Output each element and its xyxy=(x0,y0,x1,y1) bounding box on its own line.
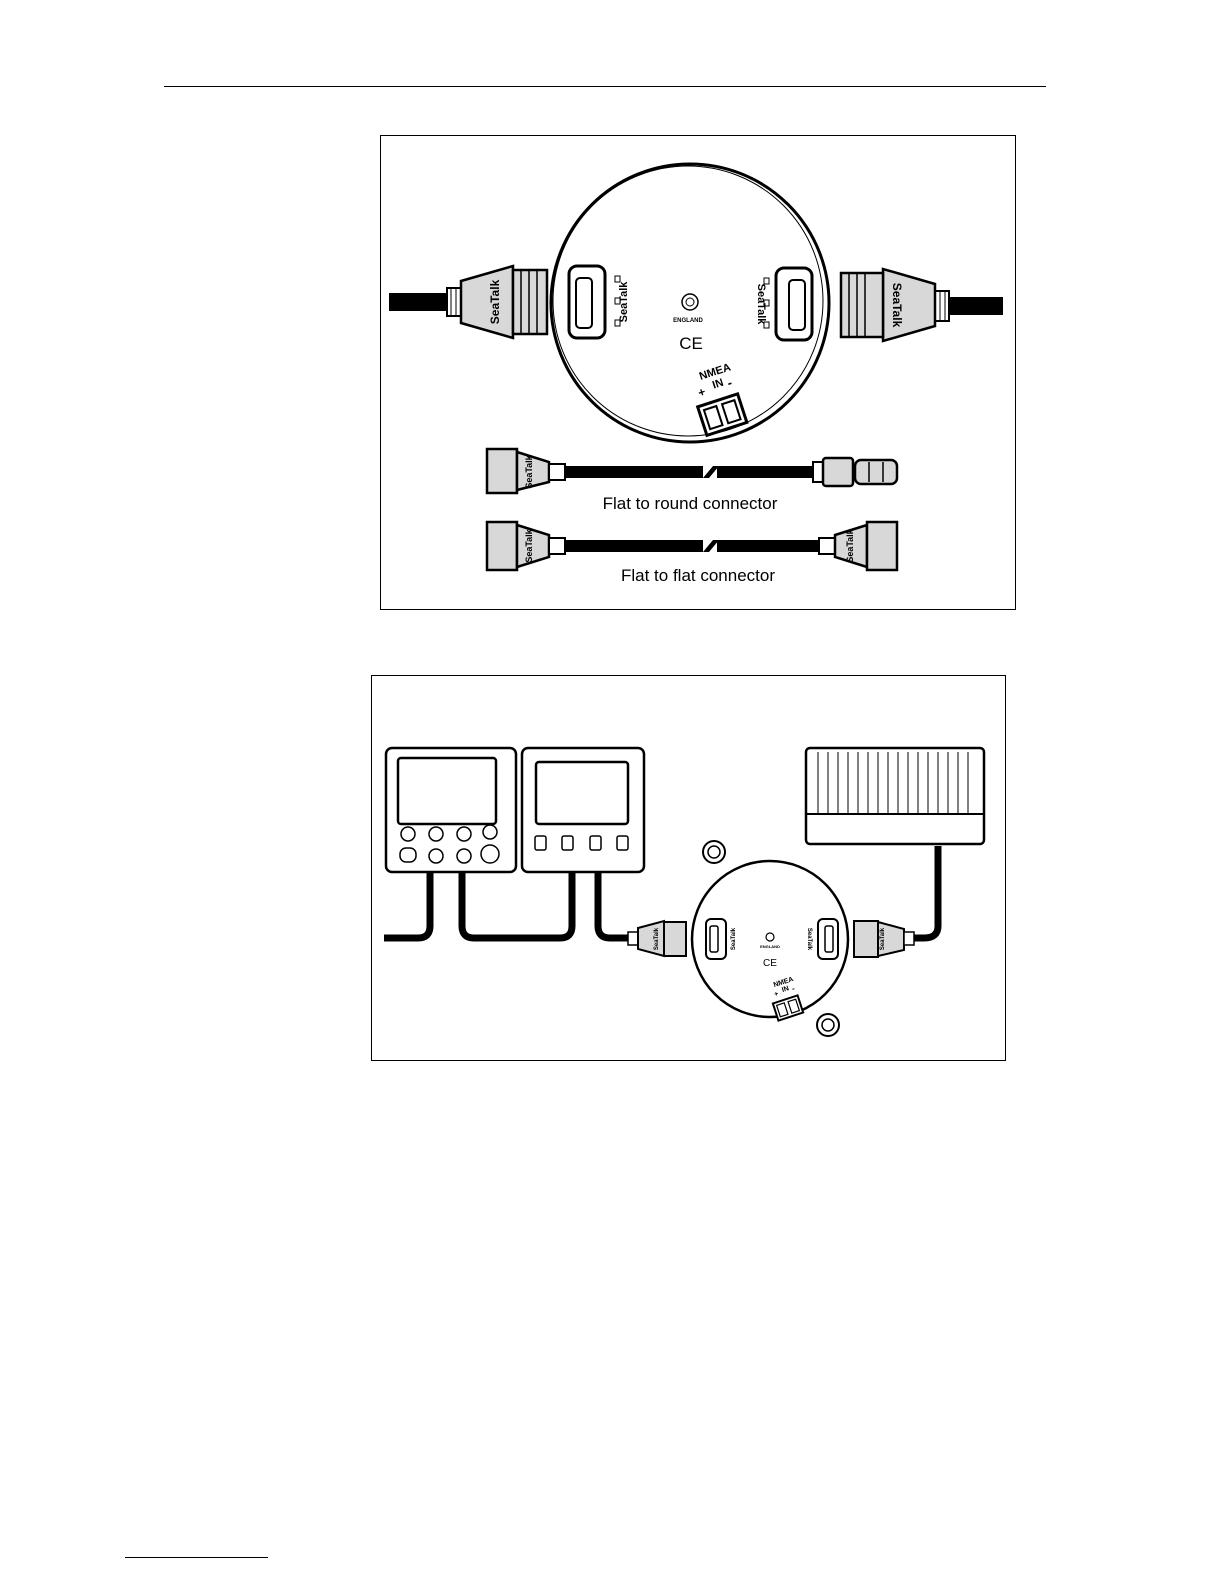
ce-mark: CE xyxy=(679,334,703,353)
flat-to-flat-cable: SeaTalk SeaTalk Flat to flat connector xyxy=(487,522,897,585)
left-socket-label: SeaTalk xyxy=(618,281,630,323)
fixing-screw-icon xyxy=(703,841,725,863)
country-mark: ENGLAND xyxy=(673,318,703,324)
box-right-plug-brand: SeaTalk xyxy=(880,927,886,950)
cable-to-box xyxy=(598,871,632,938)
box-right-seatalk-plug: SeaTalk xyxy=(854,921,914,957)
cable-left-instrument-in xyxy=(384,871,430,938)
right-seatalk-plug: SeaTalk xyxy=(841,269,949,341)
fixing-screw-icon xyxy=(817,1014,839,1036)
instrument-display-1 xyxy=(386,748,516,872)
right-plug-brand: SeaTalk xyxy=(890,283,904,328)
right-cable xyxy=(947,297,1003,315)
flat-flat-right-plug-brand: SeaTalk xyxy=(845,528,855,562)
flat-to-flat-caption: Flat to flat connector xyxy=(621,566,775,585)
connection-box-illustration: SeaTalk SeaTalk SeaTalk xyxy=(381,136,1015,609)
figure-system-connection: SeaTalk SeaTalk SeaTalk ENGLAND CE NMEA … xyxy=(371,675,1006,1061)
flat-to-round-caption: Flat to round connector xyxy=(603,494,778,513)
flat-flat-left-plug-brand: SeaTalk xyxy=(524,528,534,562)
left-plug-brand: SeaTalk xyxy=(488,279,502,324)
instrument-display-2 xyxy=(522,748,644,872)
left-seatalk-plug: SeaTalk xyxy=(447,266,547,338)
box-right-socket-label: SeaTalk xyxy=(806,928,812,951)
box-left-socket-label: SeaTalk xyxy=(731,927,737,950)
screw-icon xyxy=(766,933,774,941)
flat-round-plug-brand: SeaTalk xyxy=(524,454,534,488)
course-computer-unit xyxy=(806,748,984,844)
box-country-mark: ENGLAND xyxy=(760,944,780,949)
connection-box-body: SeaTalk SeaTalk ENGLAND CE NMEA IN + - xyxy=(551,164,829,442)
cable-to-autopilot xyxy=(914,846,938,938)
box-left-plug-brand: SeaTalk xyxy=(654,927,660,950)
footnote-rule xyxy=(125,1557,268,1558)
flat-to-round-cable: SeaTalk Flat to round connector xyxy=(487,449,897,513)
header-rule xyxy=(164,86,1046,87)
figure-connection-box-connectors: SeaTalk SeaTalk SeaTalk xyxy=(380,135,1016,610)
box-left-seatalk-plug: SeaTalk xyxy=(628,921,686,956)
cable-between-instruments xyxy=(462,871,572,938)
box-ce-mark: CE xyxy=(763,958,777,969)
connection-box-body: SeaTalk SeaTalk ENGLAND CE NMEA IN + - xyxy=(692,861,848,1021)
right-socket-label: SeaTalk xyxy=(755,284,767,326)
left-cable xyxy=(389,293,449,311)
system-connection-illustration: SeaTalk SeaTalk SeaTalk ENGLAND CE NMEA … xyxy=(372,676,1005,1060)
